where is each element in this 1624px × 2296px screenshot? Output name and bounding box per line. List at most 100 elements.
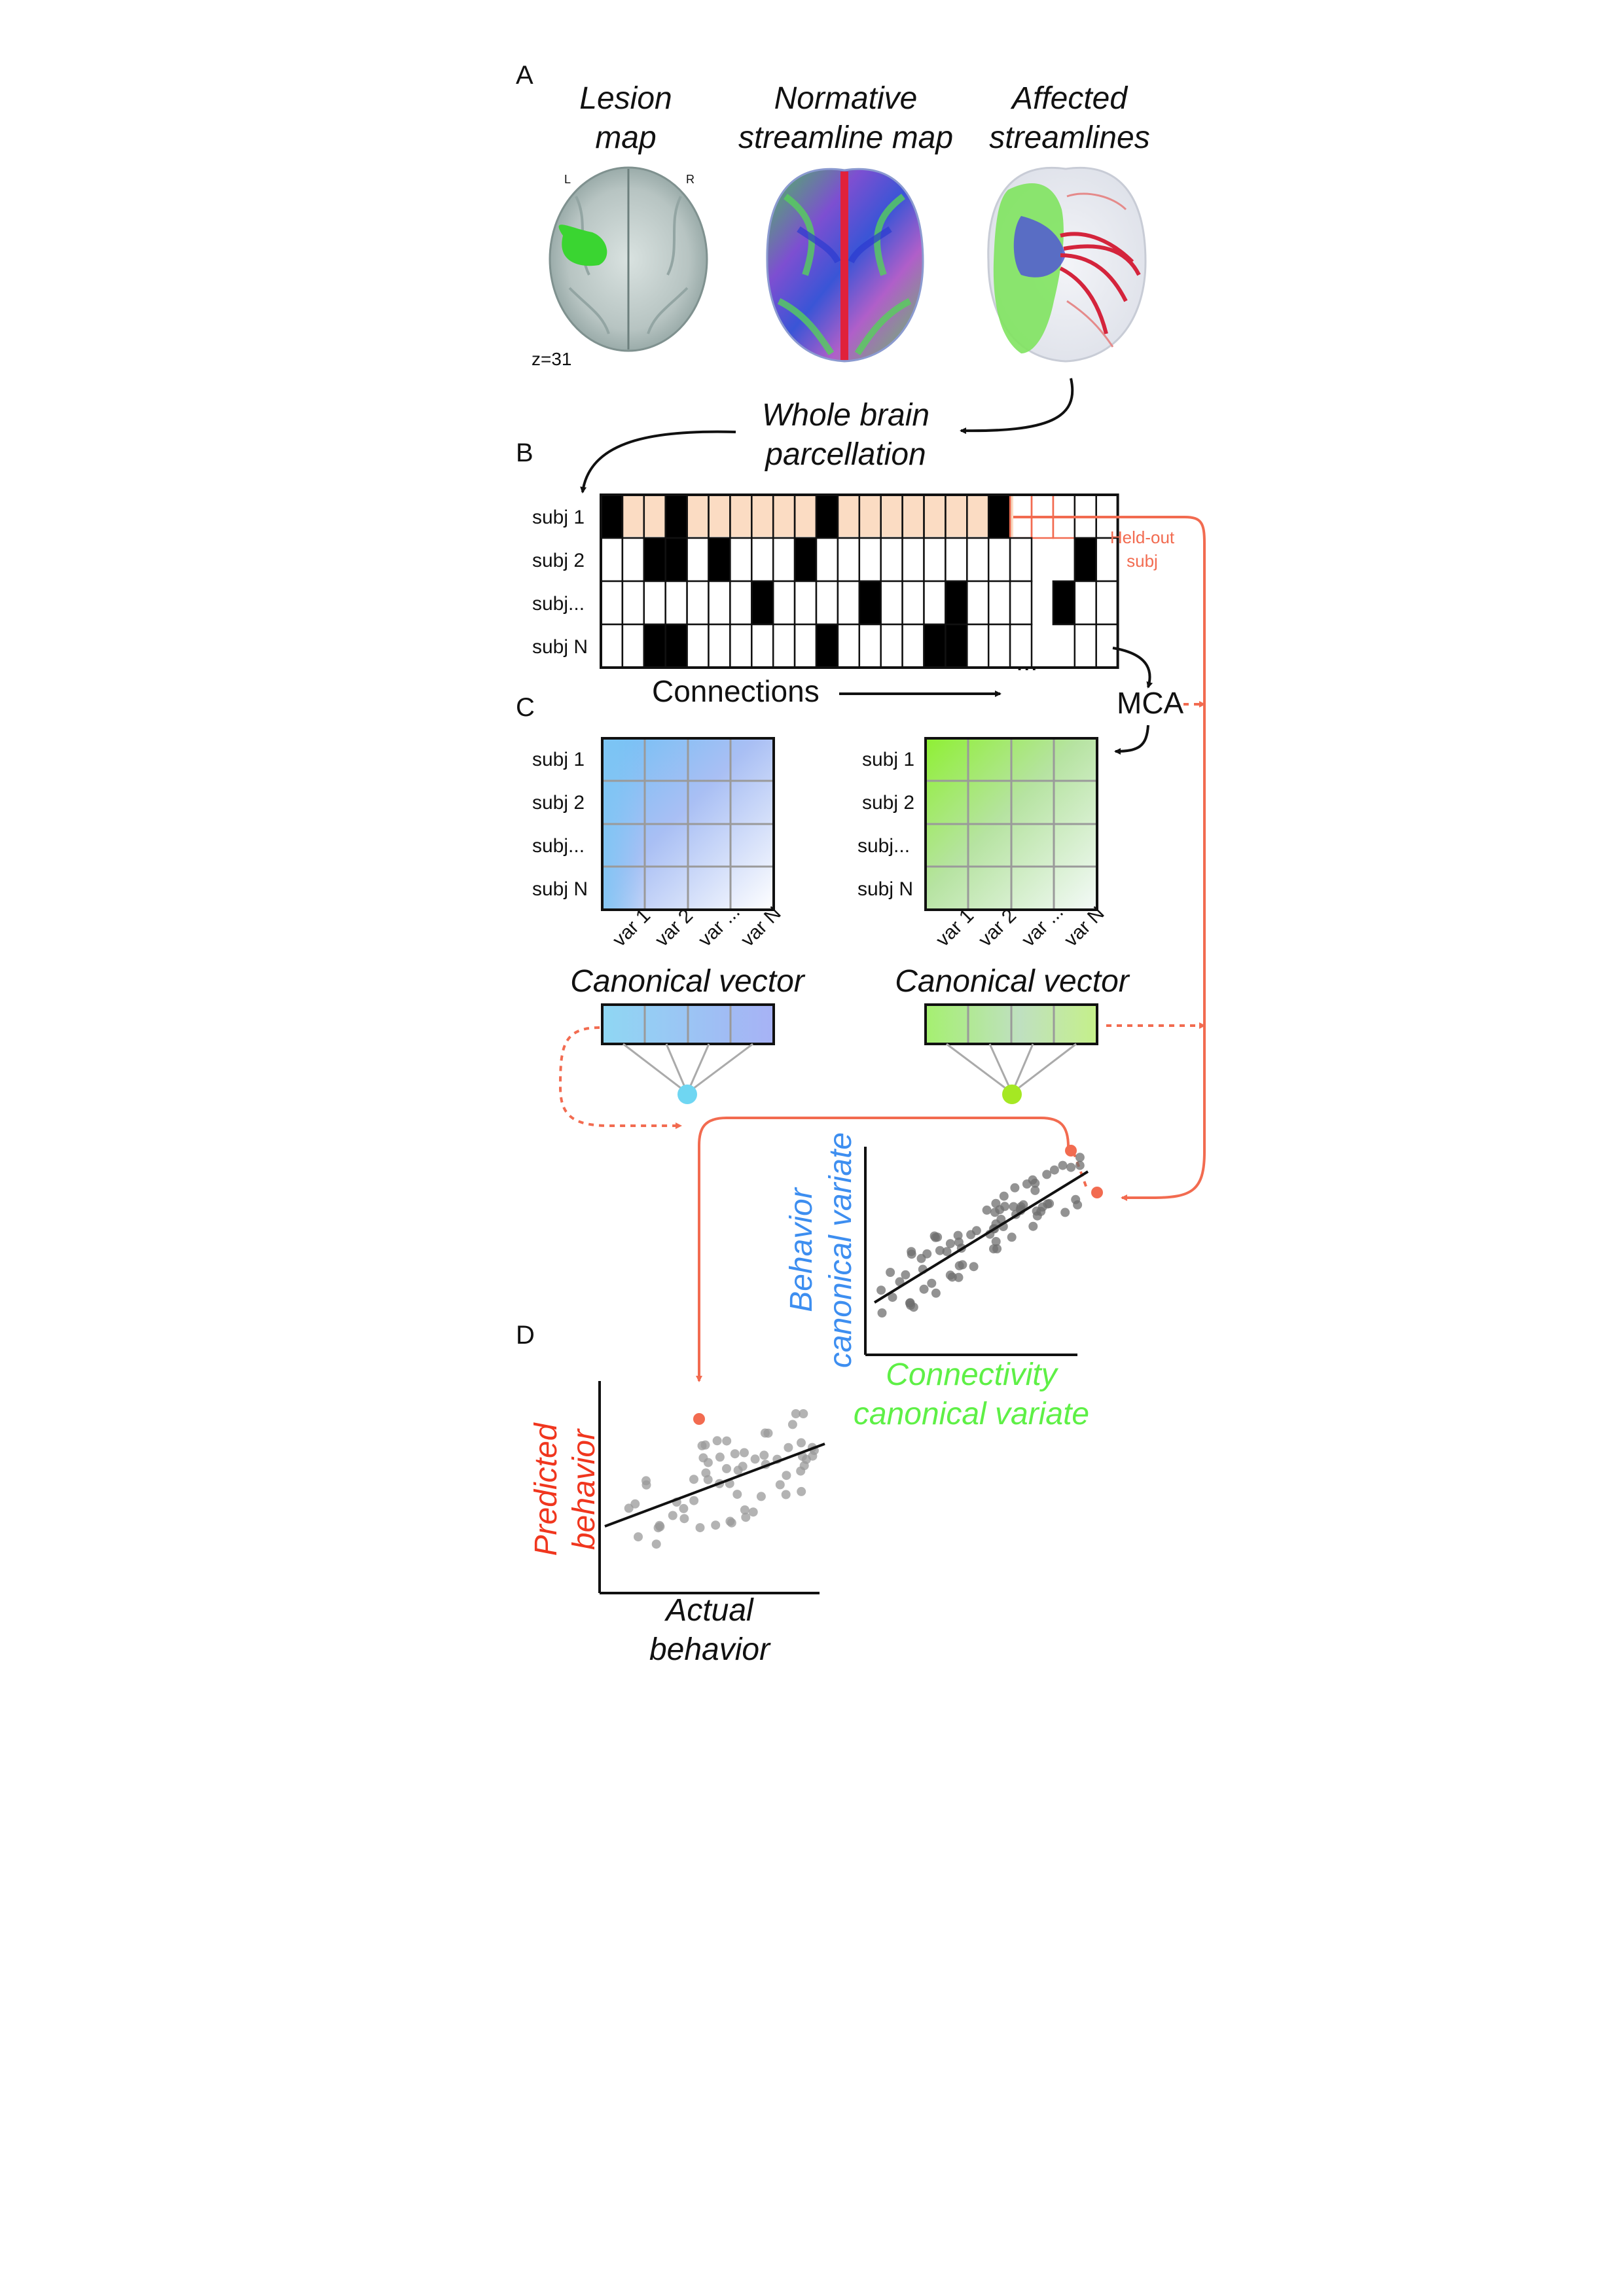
matrix-cell <box>643 580 666 626</box>
matrix-cell <box>772 580 796 626</box>
matrix-row-label: subj 1 <box>532 507 585 528</box>
scatter-point <box>945 1270 955 1280</box>
subject-1-row-highlight <box>601 495 1013 537</box>
scatter-point <box>715 1452 725 1462</box>
pred-ylabel-line2: behavior <box>567 1428 602 1550</box>
right-hemisphere-marker: R <box>686 173 695 186</box>
scatter-point <box>919 1284 929 1294</box>
cca-ylabel-line2: canonical variate <box>823 1132 858 1368</box>
scatter-point <box>922 1249 932 1259</box>
cca-xlabel-line2: canonical variate <box>854 1397 1089 1431</box>
matrix-cell <box>729 537 753 583</box>
held-out-flow <box>558 516 1206 1382</box>
scatter-point <box>750 1454 760 1464</box>
held-out-point-top <box>1065 1145 1077 1157</box>
scatter-point <box>929 1231 939 1241</box>
matrix-cell-filled <box>751 580 774 626</box>
scatter-point <box>901 1270 911 1280</box>
scatter-point <box>1075 1153 1085 1162</box>
scatter-point <box>722 1463 731 1473</box>
right-canonical-vector-label: Canonical vector <box>895 964 1130 999</box>
scatter-point <box>1071 1194 1081 1204</box>
matrix-cell <box>686 537 710 583</box>
matrix-cell <box>901 580 925 626</box>
scatter-point <box>711 1520 721 1530</box>
scatter-point <box>730 1449 740 1459</box>
scatter-point <box>712 1436 722 1446</box>
scatter-point <box>624 1503 634 1513</box>
prediction-fit-line <box>604 1443 825 1528</box>
matrix-cell <box>751 623 774 669</box>
scatter-point <box>954 1237 964 1247</box>
scatter-point <box>698 1453 708 1463</box>
matrix-cell-filled <box>664 537 688 583</box>
scatter-point <box>791 1409 801 1418</box>
scatter-point <box>1030 1178 1040 1188</box>
matrix-cell-filled <box>1074 537 1097 583</box>
matrix-cell <box>729 623 753 669</box>
matrix-cell <box>772 623 796 669</box>
matrix-cell <box>686 623 710 669</box>
scatter-point <box>727 1518 736 1528</box>
left-matrix-row-label: subj 2 <box>532 792 585 814</box>
prediction-scatter-plot <box>598 1381 825 1594</box>
right-var-label: var 1 <box>932 905 979 951</box>
matrix-cell <box>1009 537 1033 583</box>
scatter-point <box>888 1293 897 1302</box>
arrow-to-parcellation <box>960 378 1074 435</box>
scatter-point <box>1022 1179 1032 1189</box>
matrix-cell <box>987 537 1011 583</box>
scatter-point <box>1042 1170 1052 1179</box>
matrix-cell <box>923 537 947 583</box>
right-canonical-vector <box>924 1003 1098 1104</box>
scatter-point <box>931 1288 941 1298</box>
scatter-point <box>1007 1232 1017 1242</box>
right-matrix-row-label: subj 2 <box>862 792 914 814</box>
behavior-variable-matrix <box>924 737 1098 911</box>
scatter-point <box>935 1246 945 1255</box>
scatter-point <box>763 1428 773 1438</box>
scatter-point <box>966 1230 976 1240</box>
left-matrix-row-label: subj... <box>532 835 585 857</box>
matrix-cell <box>772 537 796 583</box>
held-out-point-right <box>1091 1187 1103 1198</box>
scatter-point <box>954 1261 964 1270</box>
scatter-point <box>992 1244 1002 1253</box>
scatter-point <box>1049 1165 1059 1175</box>
scatter-point <box>991 1236 1001 1246</box>
scatter-point <box>634 1532 643 1542</box>
matrix-cell <box>858 623 882 669</box>
matrix-cell <box>793 580 818 626</box>
matrix-cell <box>600 623 624 669</box>
matrix-row-label: subj... <box>532 593 585 615</box>
scatter-point <box>1075 1160 1085 1170</box>
matrix-cell <box>901 537 925 583</box>
scatter-point <box>784 1443 793 1452</box>
matrix-ellipsis: ... <box>1016 647 1038 676</box>
cca-fit-line <box>873 1170 1089 1304</box>
connections-label: Connections <box>652 674 820 708</box>
scatter-point <box>982 1205 992 1215</box>
scatter-point <box>782 1471 791 1480</box>
pred-ylabel-line1: Predicted <box>529 1422 564 1556</box>
scatter-point <box>740 1505 749 1515</box>
held-out-label-line2: subj <box>1127 551 1158 571</box>
scatter-point <box>799 1409 808 1418</box>
pred-xlabel-line2: behavior <box>649 1632 771 1667</box>
scatter-point <box>679 1514 689 1524</box>
matrix-cell-filled <box>643 623 666 669</box>
scatter-point <box>954 1272 964 1282</box>
scatter-point <box>927 1278 937 1288</box>
matrix-cell <box>815 537 839 583</box>
scatter-point <box>701 1468 711 1478</box>
arrow-from-mca <box>1114 725 1149 755</box>
scatter-point <box>1010 1183 1020 1193</box>
matrix-cell <box>966 537 990 583</box>
cca-ylabel-line1: Behavior <box>784 1187 819 1312</box>
matrix-cell <box>901 623 925 669</box>
scatter-point <box>1058 1160 1068 1170</box>
matrix-cell <box>966 580 990 626</box>
scatter-point <box>668 1511 677 1520</box>
slice-label: z=31 <box>532 349 572 369</box>
matrix-cell <box>858 537 882 583</box>
